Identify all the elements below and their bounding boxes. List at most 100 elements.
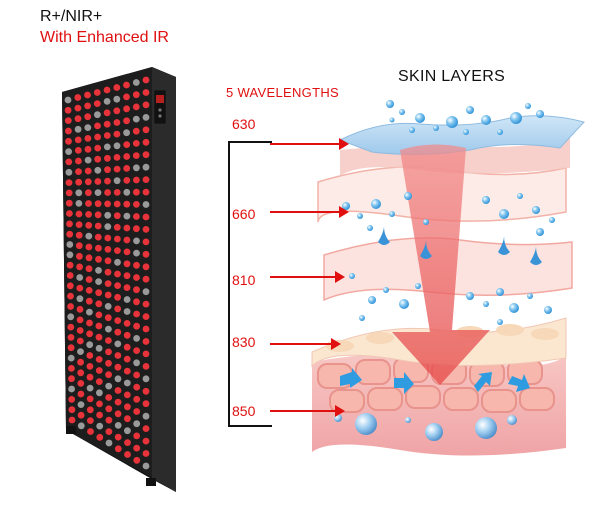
led — [74, 94, 82, 101]
led — [104, 303, 112, 310]
led — [95, 244, 102, 252]
led — [86, 330, 93, 338]
led — [142, 114, 150, 121]
led — [76, 252, 83, 260]
bubble — [466, 106, 474, 114]
led — [113, 130, 121, 138]
led — [123, 272, 131, 280]
led — [104, 234, 112, 242]
wavelength-label-810: 810 — [232, 272, 256, 288]
led — [114, 398, 122, 406]
wavelength-bracket — [228, 141, 272, 427]
led — [142, 462, 150, 470]
led — [84, 178, 92, 186]
led — [85, 254, 93, 262]
arrow-850 — [270, 405, 345, 417]
led — [123, 320, 131, 327]
led — [113, 107, 121, 115]
bubble — [527, 293, 533, 299]
led — [75, 189, 83, 197]
led — [123, 355, 131, 363]
led — [142, 313, 150, 320]
led — [124, 451, 131, 458]
led — [123, 224, 131, 232]
led — [114, 293, 121, 301]
led — [133, 274, 140, 281]
led — [95, 255, 102, 263]
led — [132, 152, 140, 160]
led — [104, 246, 112, 253]
led — [85, 276, 93, 283]
led — [123, 129, 130, 137]
led — [68, 396, 76, 403]
led — [86, 308, 93, 316]
led — [65, 168, 73, 176]
led — [142, 126, 150, 134]
led — [94, 144, 102, 152]
led — [67, 292, 74, 300]
led — [94, 122, 101, 130]
led — [84, 145, 92, 153]
led — [95, 300, 103, 308]
bubble — [415, 113, 425, 123]
bubble — [525, 103, 531, 109]
led — [124, 415, 131, 423]
led — [105, 405, 113, 413]
led — [67, 334, 75, 341]
led — [74, 125, 82, 133]
led — [123, 379, 131, 387]
water-bubbles — [342, 100, 555, 325]
product-title: R+/NIR+ — [40, 8, 103, 25]
led — [64, 117, 72, 124]
led — [132, 91, 140, 99]
led — [86, 395, 94, 403]
led — [133, 420, 141, 428]
led — [75, 200, 83, 207]
led — [65, 158, 73, 166]
led — [113, 212, 121, 220]
led — [132, 79, 140, 86]
led — [66, 251, 74, 259]
led — [124, 439, 131, 446]
led — [65, 137, 72, 145]
led — [104, 257, 112, 265]
led — [76, 295, 84, 303]
led — [96, 400, 103, 408]
led — [142, 325, 150, 333]
led — [123, 296, 131, 303]
bubble — [517, 193, 523, 199]
led — [76, 327, 84, 334]
led — [142, 101, 150, 109]
led — [66, 272, 74, 279]
led — [64, 106, 72, 114]
led — [103, 109, 111, 117]
led — [123, 141, 131, 149]
led — [87, 428, 94, 435]
led — [133, 261, 140, 269]
led — [74, 115, 82, 123]
led — [104, 177, 111, 185]
led — [86, 384, 94, 392]
led — [85, 297, 93, 305]
led — [123, 200, 131, 208]
led — [133, 213, 140, 220]
led — [142, 437, 150, 445]
led — [123, 308, 131, 315]
led — [105, 348, 112, 356]
led — [142, 425, 150, 432]
led — [75, 168, 82, 176]
led — [114, 363, 122, 371]
led — [65, 127, 72, 135]
led — [77, 390, 85, 398]
bubble — [383, 287, 389, 293]
led — [123, 343, 131, 351]
led — [77, 401, 85, 408]
led — [105, 359, 112, 367]
led — [133, 322, 141, 330]
led — [75, 210, 83, 218]
arrow-810 — [270, 271, 345, 283]
led — [105, 416, 113, 424]
led — [123, 81, 130, 89]
bubble — [433, 125, 439, 131]
